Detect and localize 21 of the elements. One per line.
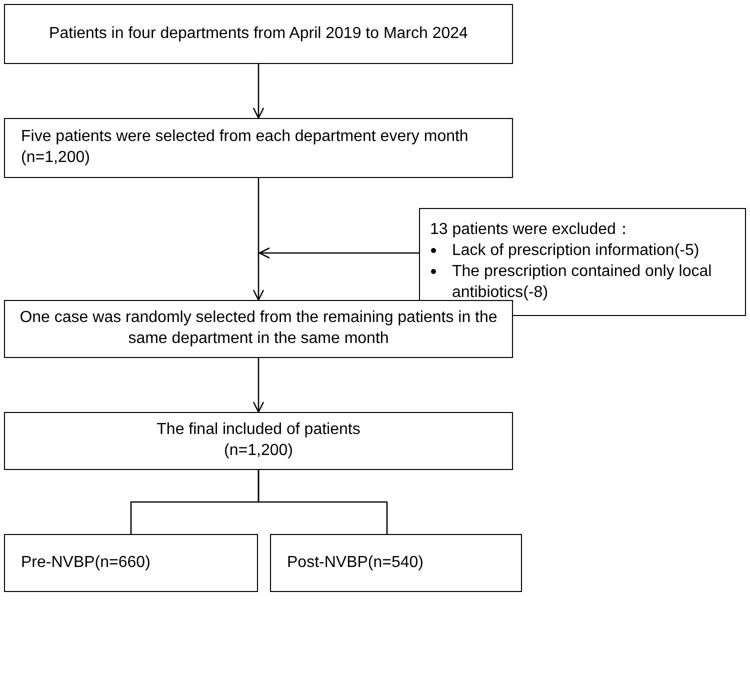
box-subtext: (n=1,200) <box>223 441 294 461</box>
box-text: The final included of patients <box>156 420 362 440</box>
box-text: One case was randomly selected from the remaining patients in the same department in the same month <box>18 308 498 349</box>
box-text: 13 patients were excluded： <box>430 220 633 240</box>
connector-line <box>258 470 388 534</box>
process-box <box>4 118 513 178</box>
box-text: Pre-NVBP(n=660) <box>21 552 152 573</box>
arrow <box>252 358 264 413</box>
process-box <box>4 534 258 592</box>
process-box <box>4 412 513 470</box>
arrow <box>252 64 264 119</box>
process-box <box>270 534 522 592</box>
box-text: Patients in four departments from April 2019 to March 2024 <box>48 24 469 44</box>
process-box <box>4 300 513 358</box>
process-box <box>4 4 513 64</box>
arrow <box>252 178 264 301</box>
list-item-text: Lack of prescription information(-5) <box>452 241 700 262</box>
box-text: Post-NVBP(n=540) <box>287 552 425 573</box>
list-item-text: The prescription contained only local antibiotics(-8) <box>452 262 713 303</box>
box-text: Five patients were selected from each department every month (n=1,200) <box>21 127 470 168</box>
arrow <box>258 247 419 259</box>
